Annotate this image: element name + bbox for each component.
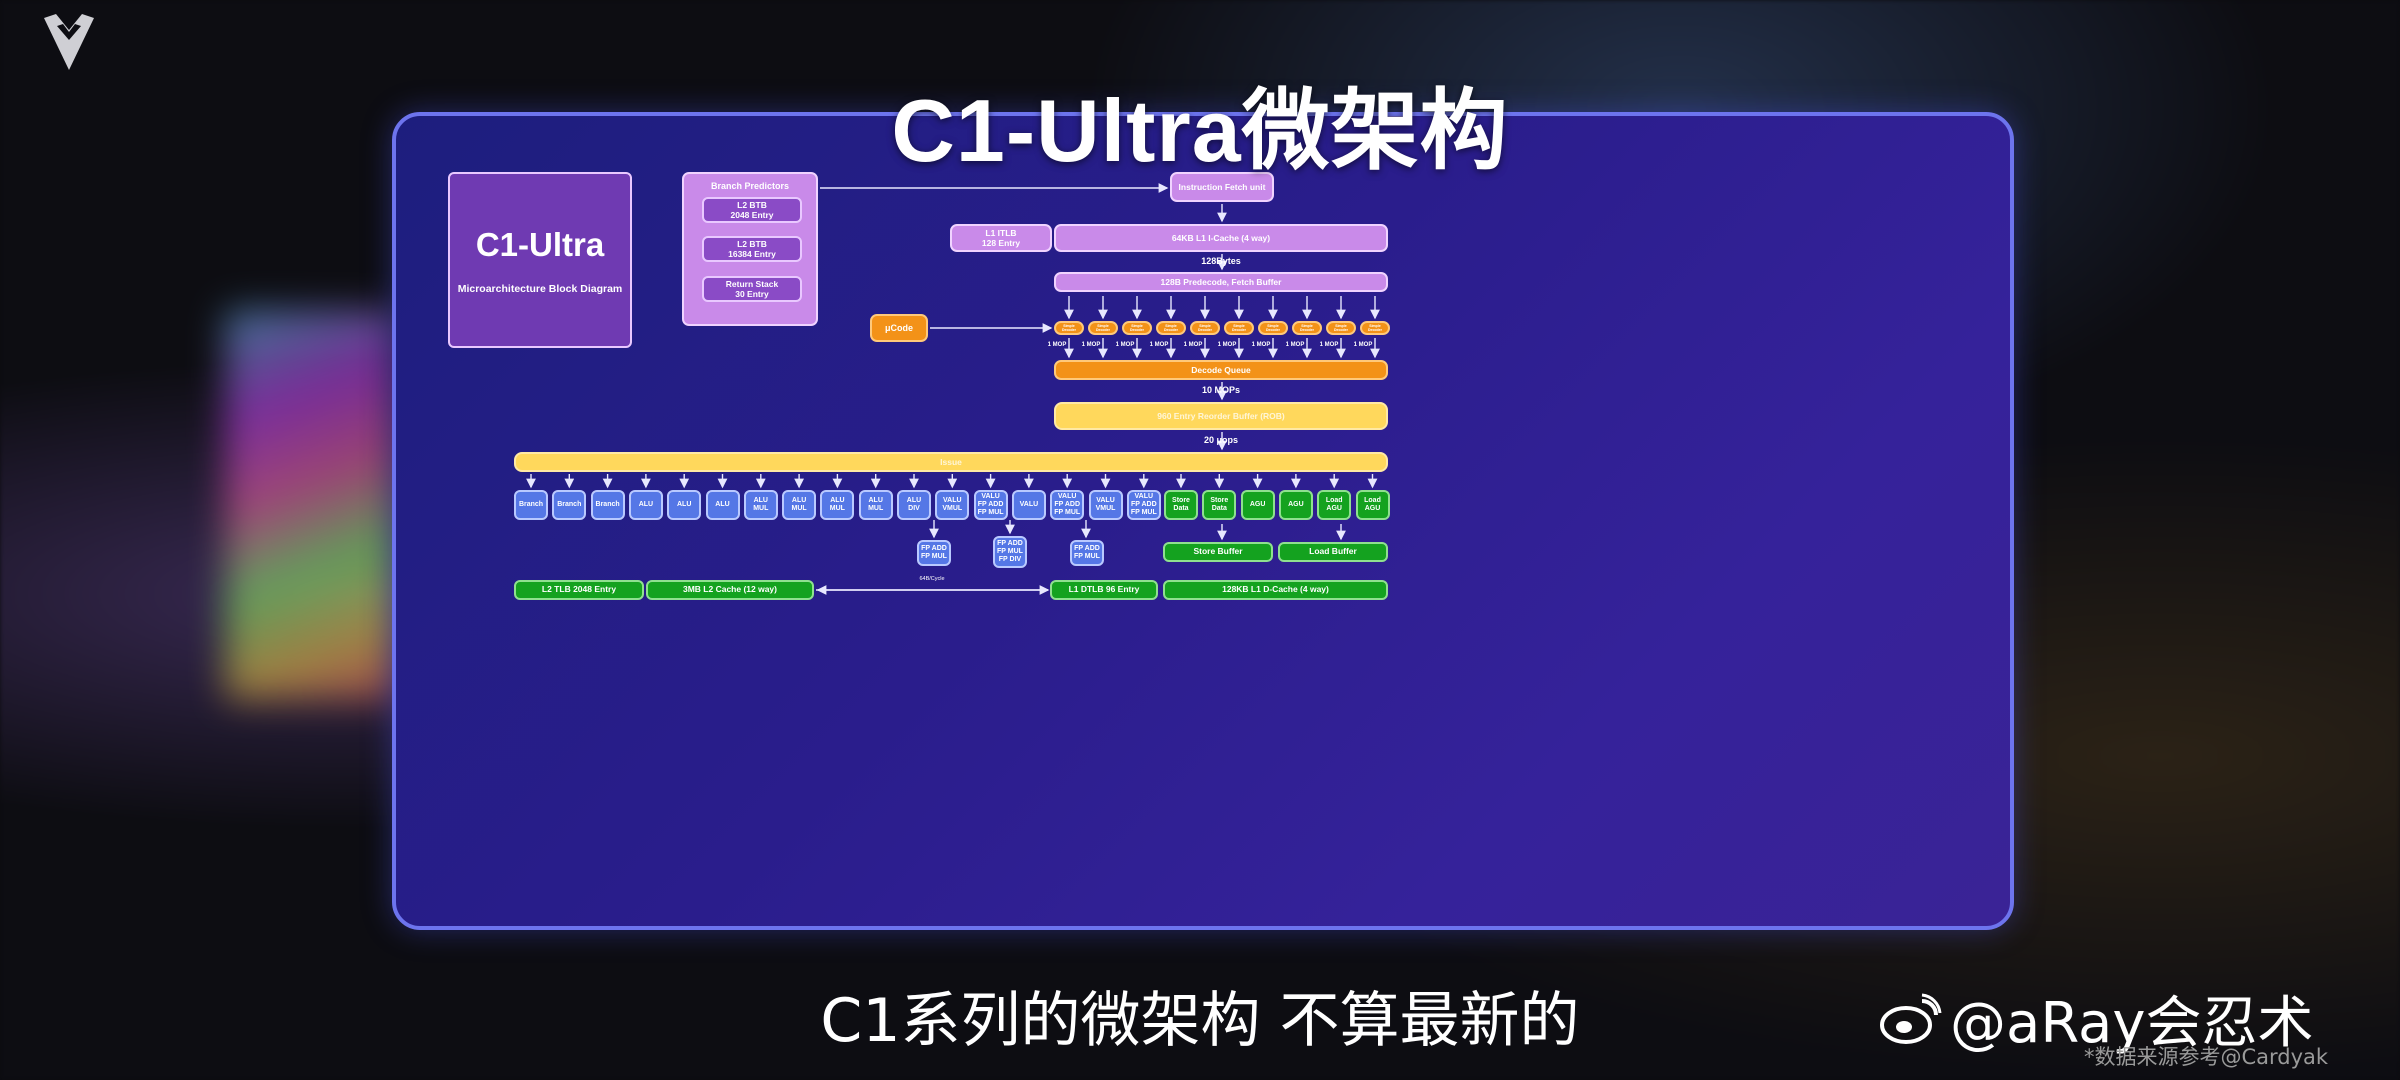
memory-unit: Store Data — [1202, 490, 1237, 520]
reorder-buffer: 960 Entry Reorder Buffer (ROB) — [1054, 402, 1388, 430]
source-credit: *数据来源参考@Cardyak — [2084, 1045, 2329, 1069]
simple-decoder: Simple Decoder — [1360, 321, 1390, 335]
l2-btb-16384: L2 BTB 16384 Entry — [702, 236, 802, 262]
slide-title: C1-Ultra微架构 — [891, 81, 1509, 180]
simple-decoder: Simple Decoder — [1088, 321, 1118, 335]
mop-label: 1 MOP — [1319, 342, 1339, 348]
main-title: C1-Ultra — [475, 225, 605, 263]
predecode-fetch-buffer: 128B Predecode, Fetch Buffer — [1054, 272, 1388, 292]
execution-unit: Branch — [590, 490, 625, 520]
execution-unit: VALU VMUL — [935, 490, 970, 520]
store-buffer: Store Buffer — [1163, 542, 1273, 562]
execution-unit: ALU MUL — [782, 490, 817, 520]
execution-unit: VALU FP ADD FP MUL — [973, 490, 1008, 520]
execution-unit: ALU DIV — [897, 490, 931, 520]
execution-unit: Branch — [552, 490, 587, 520]
mop-label: 1 MOP — [1183, 342, 1203, 348]
main-caption: Microarchitecture Block Diagram — [457, 282, 623, 295]
mop-label: 1 MOP — [1251, 342, 1271, 348]
simple-decoder: Simple Decoder — [1156, 321, 1186, 335]
memory-unit: Load AGU — [1355, 490, 1390, 520]
execution-unit: ALU MUL — [743, 490, 778, 520]
decode-queue: Decode Queue — [1054, 360, 1388, 380]
execution-unit: VALU FP ADD FP MUL — [1126, 490, 1161, 520]
main-title-card: C1-Ultra Microarchitecture Block Diagram — [448, 172, 632, 348]
execution-unit: VALU FP ADD FP MUL — [1050, 490, 1085, 520]
branch-predictors-title: Branch Predictors — [710, 181, 790, 191]
mop-label: 1 MOP — [1353, 342, 1373, 348]
execution-unit: ALU — [628, 490, 663, 520]
mop-label: 1 MOP — [1285, 342, 1305, 348]
memory-unit: AGU — [1278, 490, 1313, 520]
ucode-box: μCode — [870, 314, 928, 342]
fp-unit: FP ADD FP MUL — [1070, 540, 1104, 566]
background-blur-image — [225, 310, 395, 700]
execution-unit: ALU — [667, 490, 702, 520]
execution-unit: VALU — [1011, 490, 1046, 520]
l1-icache: 64KB L1 I-Cache (4 way) — [1054, 224, 1388, 252]
diagram-panel: C1-Ultra Microarchitecture Block Diagram… — [392, 112, 2014, 930]
execution-unit: Branch — [514, 490, 548, 520]
label-64b-cycle: 64B/Cycle — [919, 576, 945, 582]
execution-unit: ALU MUL — [858, 490, 893, 520]
execution-unit: VALU VMUL — [1088, 490, 1123, 520]
issue-bar: Issue — [514, 452, 1388, 472]
label-10-mops: 10 MOPs — [1201, 385, 1241, 395]
l2-tlb: L2 TLB 2048 Entry — [514, 580, 644, 600]
label-20-uops: 20 μops — [1203, 435, 1239, 445]
return-stack: Return Stack 30 Entry — [702, 276, 802, 302]
load-buffer: Load Buffer — [1278, 542, 1388, 562]
simple-decoder: Simple Decoder — [1326, 321, 1356, 335]
mop-label: 1 MOP — [1115, 342, 1135, 348]
l1-dtlb: L1 DTLB 96 Entry — [1050, 580, 1158, 600]
mop-label: 1 MOP — [1081, 342, 1101, 348]
logo-icon — [44, 14, 94, 70]
mop-label: 1 MOP — [1217, 342, 1237, 348]
simple-decoder: Simple Decoder — [1292, 321, 1322, 335]
watermark-handle: @aRay会忍术 — [1950, 991, 2314, 1056]
simple-decoder: Simple Decoder — [1054, 321, 1084, 335]
l2-btb-2048: L2 BTB 2048 Entry — [702, 197, 802, 223]
mop-label: 1 MOP — [1047, 342, 1067, 348]
memory-unit: Load AGU — [1317, 490, 1352, 520]
mop-label: 1 MOP — [1149, 342, 1169, 348]
connector-lines — [526, 183, 1380, 595]
memory-unit: AGU — [1240, 490, 1275, 520]
simple-decoder: Simple Decoder — [1190, 321, 1220, 335]
memory-unit: Store Data — [1164, 490, 1198, 520]
video-subtitle: C1系列的微架构 不算最新的 — [820, 986, 1580, 1056]
weibo-watermark: @aRay会忍术 — [1880, 978, 2313, 1059]
instruction-fetch-unit: Instruction Fetch unit — [1170, 172, 1274, 202]
label-128bytes: 128Bytes — [1201, 256, 1241, 266]
execution-unit: ALU MUL — [820, 490, 855, 520]
weibo-icon — [1880, 993, 1942, 1044]
simple-decoder: Simple Decoder — [1122, 321, 1152, 335]
l2-cache: 3MB L2 Cache (12 way) — [646, 580, 814, 600]
simple-decoder: Simple Decoder — [1258, 321, 1288, 335]
fp-unit: FP ADD FP MUL FP DIV — [993, 536, 1027, 568]
execution-unit: ALU — [705, 490, 740, 520]
simple-decoder: Simple Decoder — [1224, 321, 1254, 335]
l1-itlb: L1 ITLB 128 Entry — [950, 224, 1052, 252]
fp-unit: FP ADD FP MUL — [917, 540, 951, 566]
l1-dcache: 128KB L1 D-Cache (4 way) — [1163, 580, 1388, 600]
